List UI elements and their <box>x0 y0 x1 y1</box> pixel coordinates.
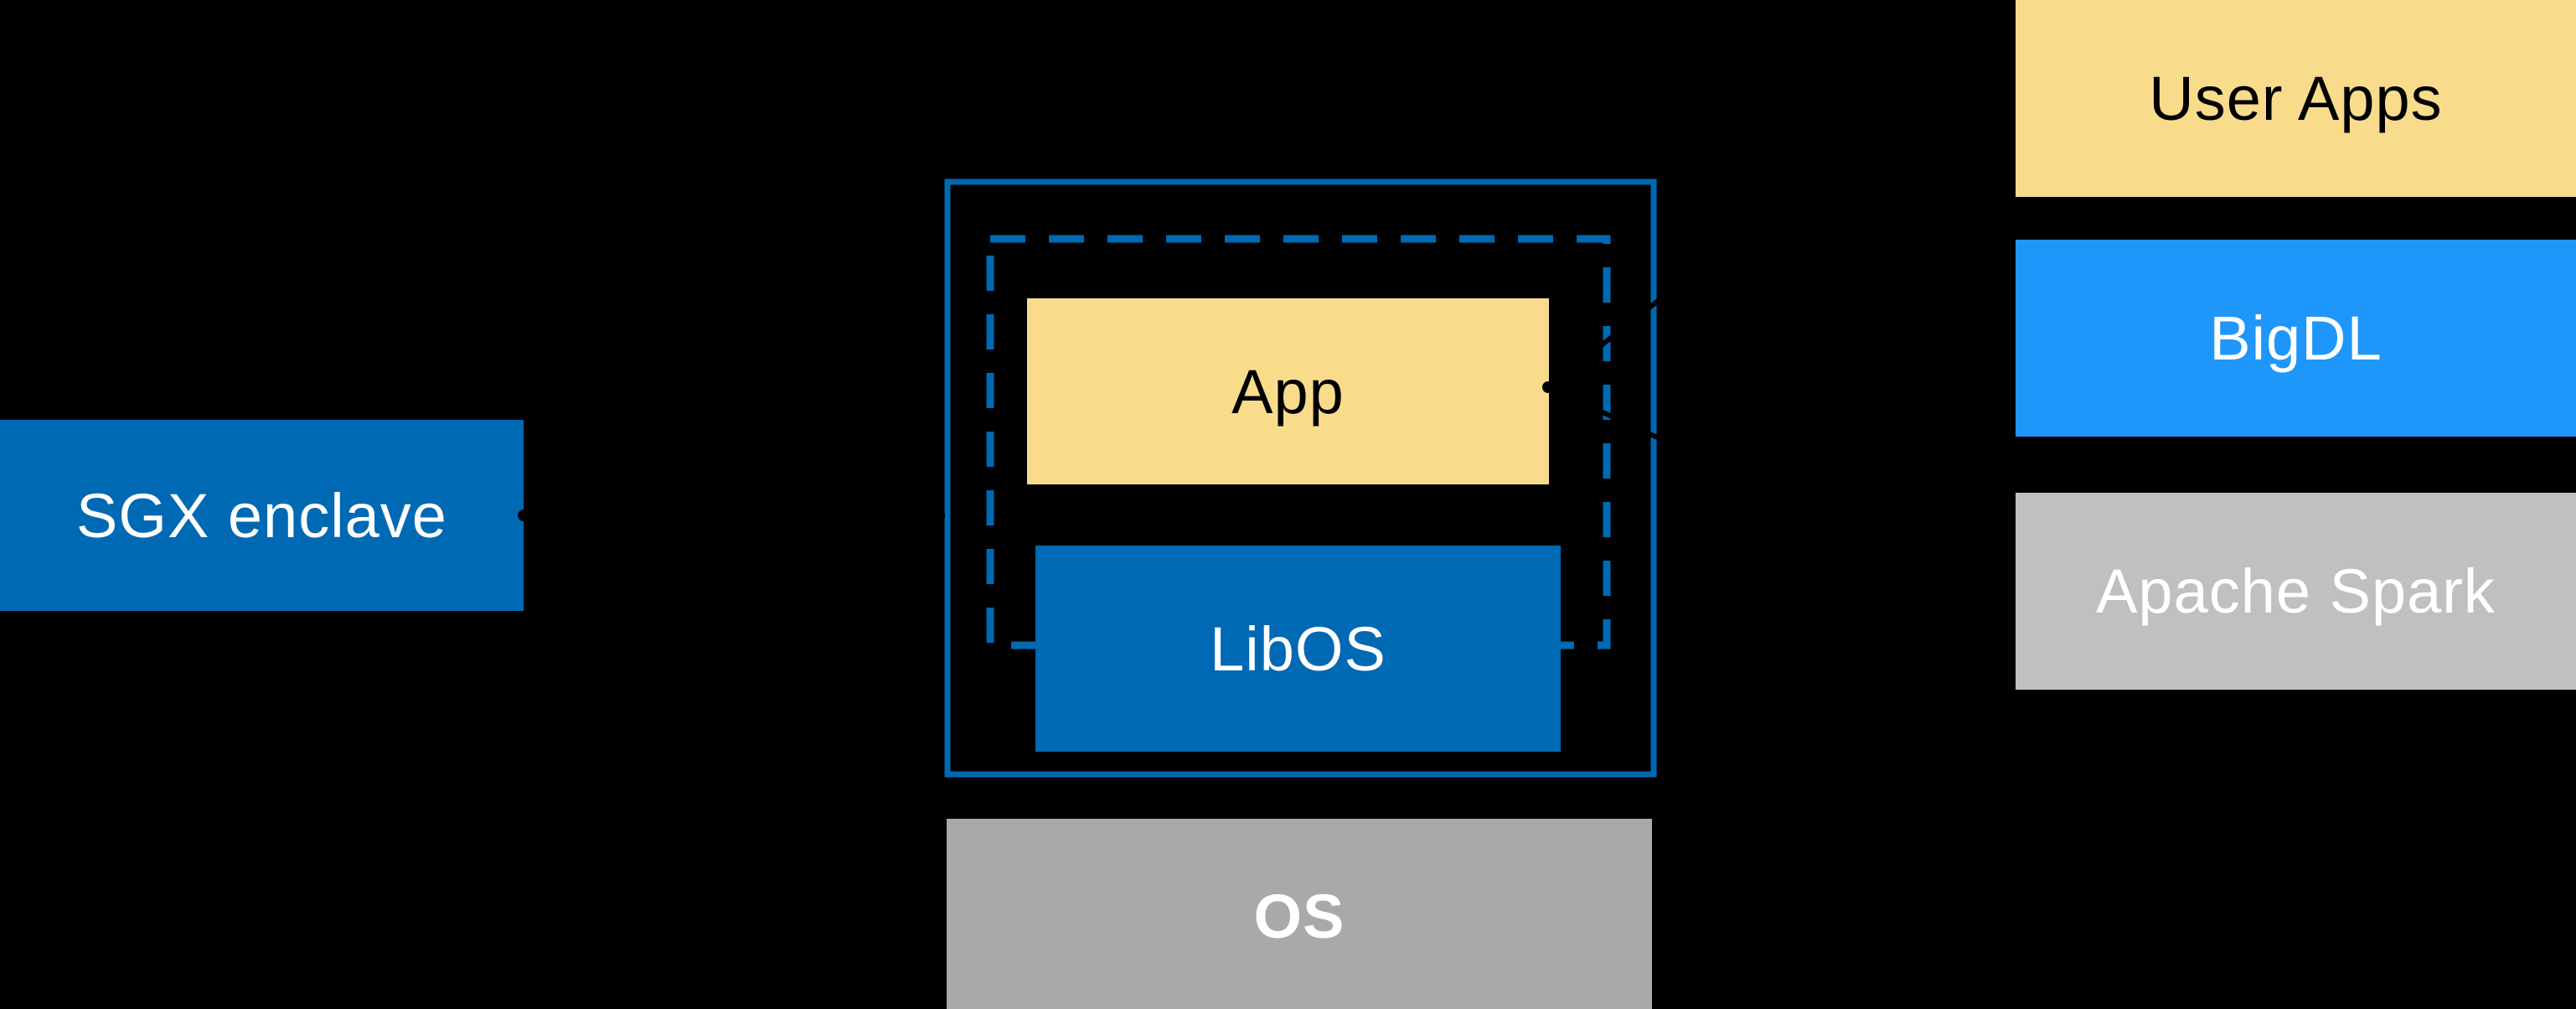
bigdl-box: BigDL <box>2016 240 2576 437</box>
callout-dot-app <box>1542 381 1554 393</box>
bigdl-label: BigDL <box>2209 303 2382 373</box>
os-box: OS <box>947 819 1652 1009</box>
sgx-enclave-label: SGX enclave <box>76 480 447 551</box>
app-box: App <box>1027 298 1549 484</box>
user-apps-label: User Apps <box>2149 64 2443 133</box>
callout-dot-sgx <box>518 510 529 521</box>
sgx-enclave-label-box: SGX enclave <box>0 420 524 611</box>
libos-box: LibOS <box>1035 546 1561 752</box>
callout-line-app-lower <box>1546 385 1887 545</box>
os-label: OS <box>1253 881 1345 951</box>
libos-label: LibOS <box>1210 613 1386 684</box>
user-apps-box: User Apps <box>2016 0 2576 197</box>
callout-line-app-upper <box>1546 120 1887 390</box>
enclave-dashed-border <box>986 235 1611 649</box>
enclave-solid-border <box>944 179 1657 778</box>
apache-spark-box: Apache Spark <box>2016 493 2576 690</box>
app-label: App <box>1231 356 1345 427</box>
apache-spark-label: Apache Spark <box>2096 556 2496 626</box>
